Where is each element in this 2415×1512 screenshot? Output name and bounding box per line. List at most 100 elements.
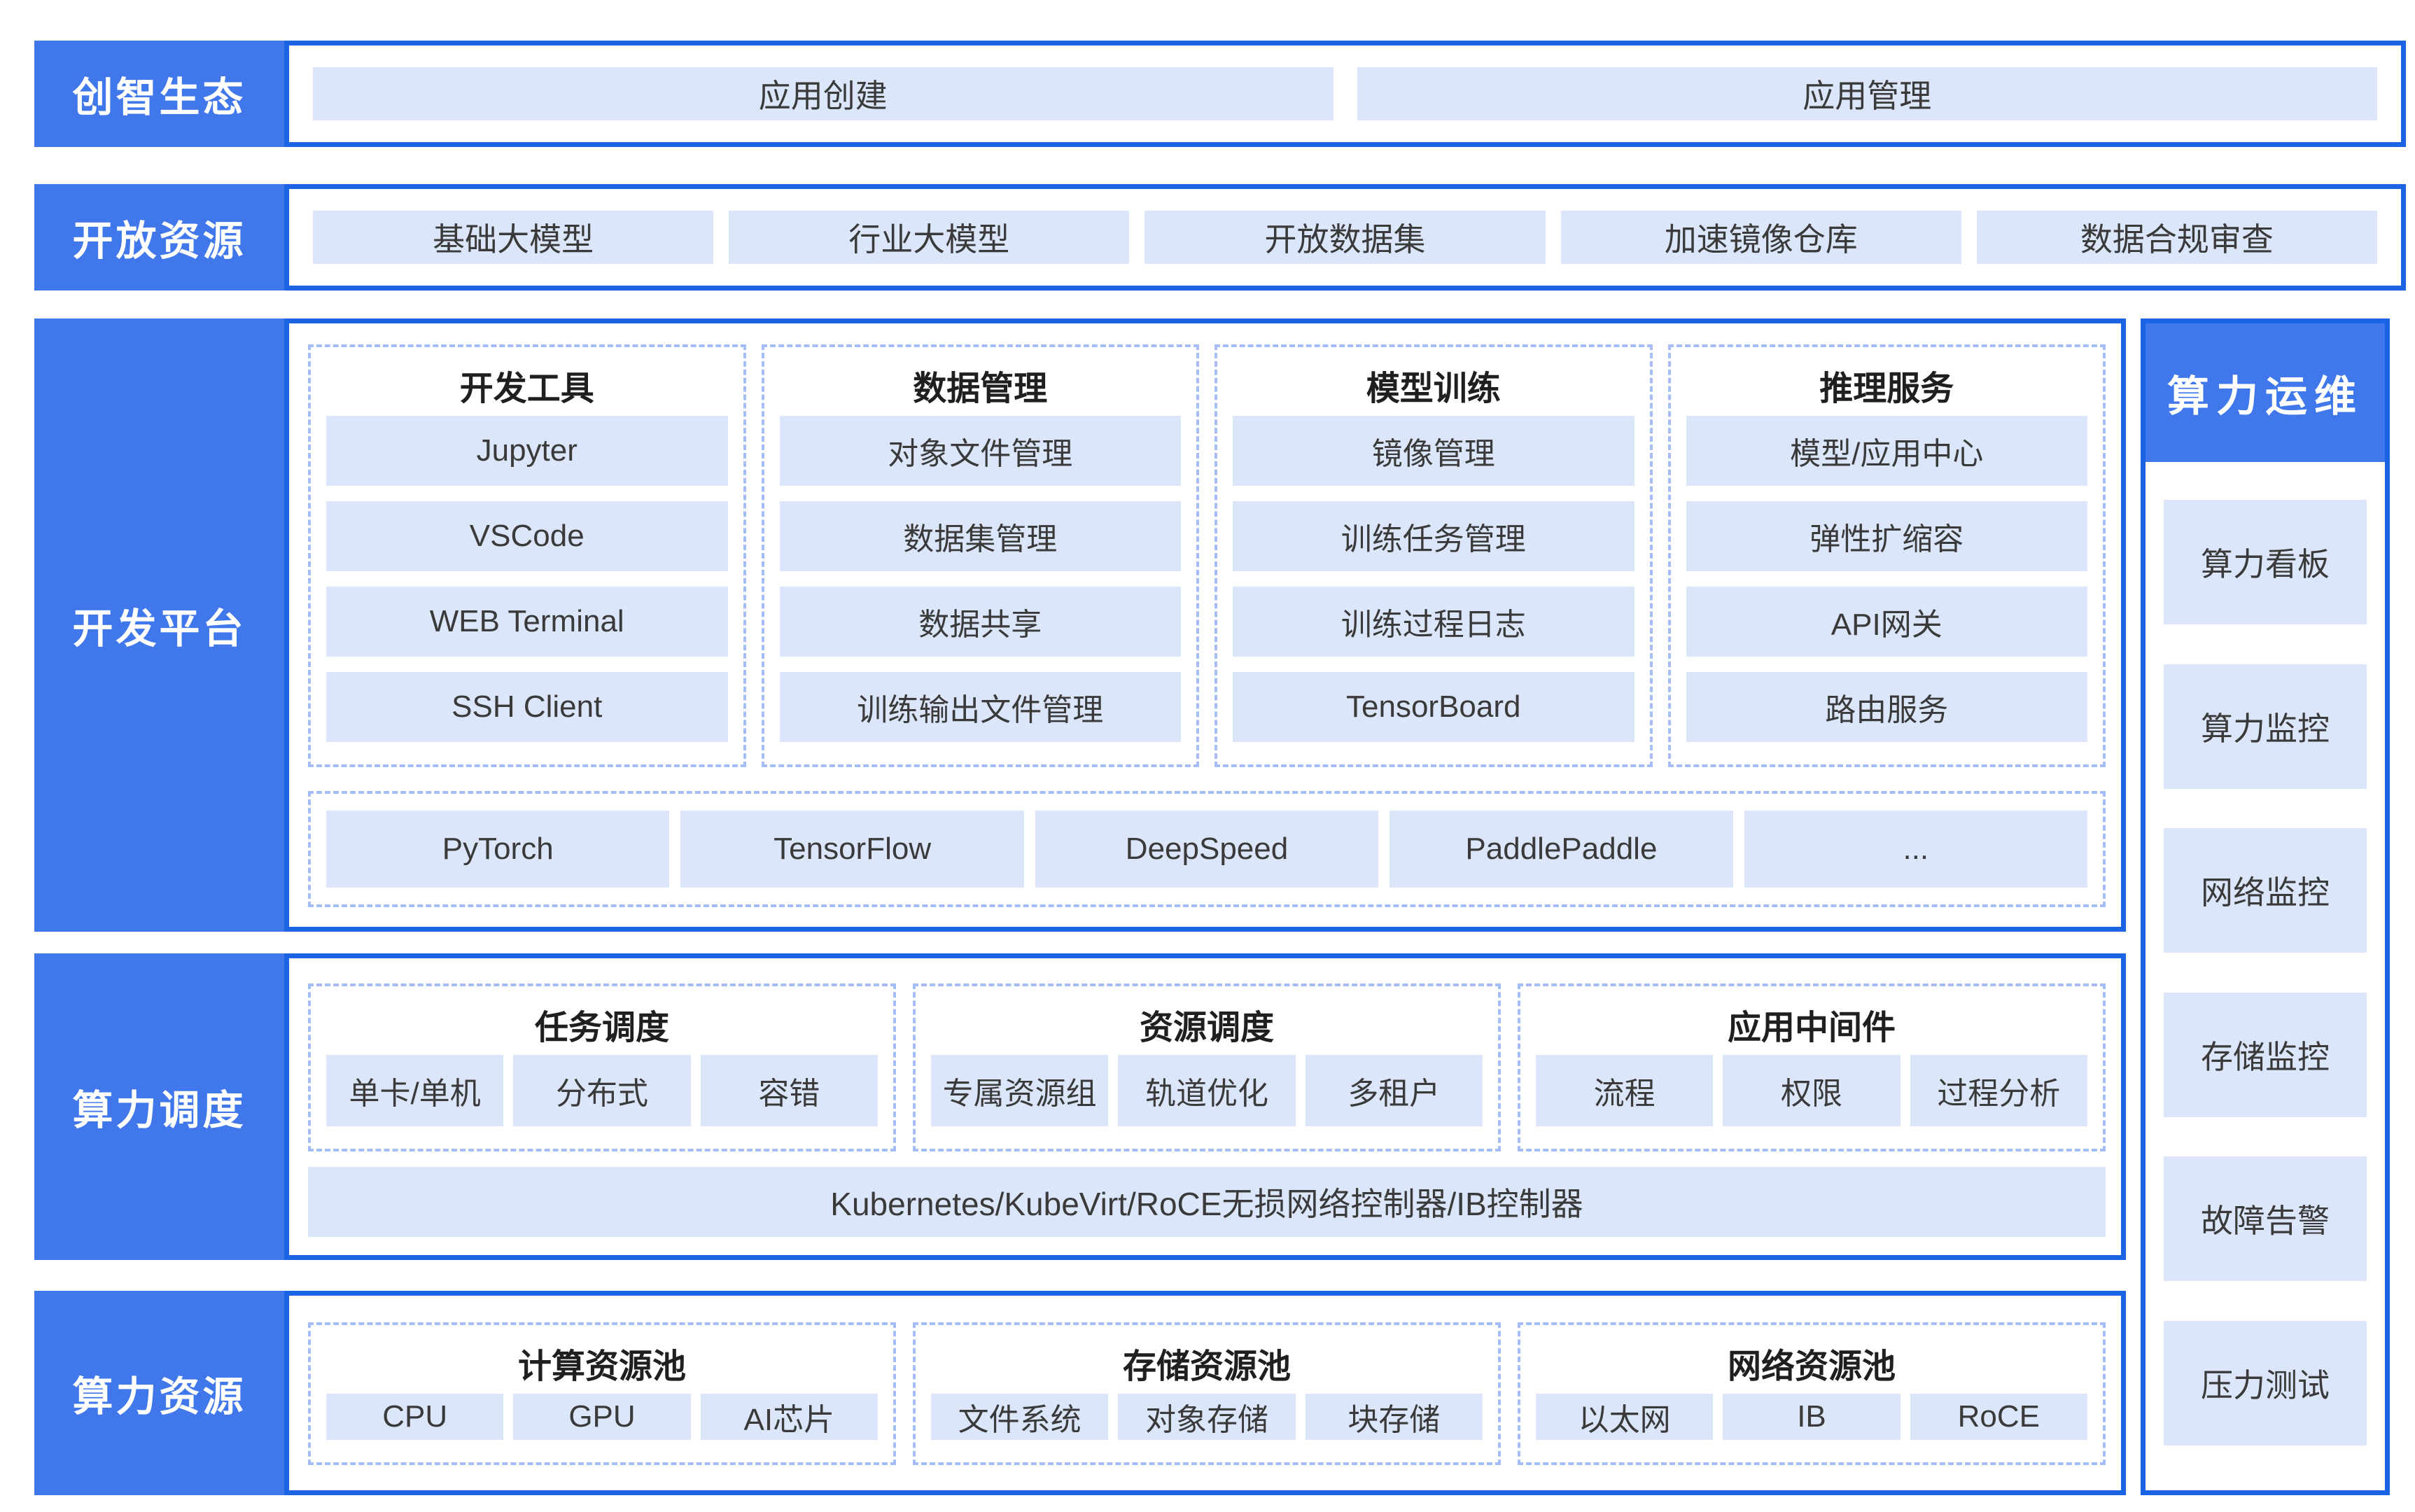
item-box: PyTorch <box>326 811 670 888</box>
item-box: VSCode <box>326 501 728 571</box>
item-box: 数据共享 <box>779 587 1181 657</box>
group-items: 模型/应用中心 弹性扩缩容 API网关 路由服务 <box>1686 416 2087 742</box>
group-compute-pool: 计算资源池 CPU GPU AI芯片 <box>308 1322 896 1465</box>
ops-panel-header: 算力运维 <box>2146 323 2385 462</box>
group-title: 网络资源池 <box>1727 1348 1896 1385</box>
band-dev-platform-label: 开发平台 <box>34 318 284 932</box>
item-box: SSH Client <box>326 672 728 742</box>
group-title: 存储资源池 <box>1122 1348 1291 1385</box>
group-items: 以太网 IB RoCE <box>1536 1394 2087 1440</box>
item-box: 多租户 <box>1305 1055 1483 1126</box>
item-box: Jupyter <box>326 416 728 486</box>
group-app-middleware: 应用中间件 流程 权限 过程分析 <box>1518 983 2106 1152</box>
band-ecosystem-label: 创智生态 <box>34 41 284 147</box>
item-box: 模型/应用中心 <box>1686 416 2087 486</box>
item-box: 基础大模型 <box>313 211 714 264</box>
item-box: 分布式 <box>513 1055 691 1126</box>
item-box: 行业大模型 <box>729 211 1130 264</box>
item-box: IB <box>1723 1394 1900 1440</box>
group-task-scheduling: 任务调度 单卡/单机 分布式 容错 <box>308 983 896 1152</box>
item-box: 数据集管理 <box>779 501 1181 571</box>
group-inference-service: 推理服务 模型/应用中心 弹性扩缩容 API网关 路由服务 <box>1667 344 2106 767</box>
item-box: API网关 <box>1686 587 2087 657</box>
item-box: RoCE <box>1910 1394 2087 1440</box>
ecosystem-items: 应用创建 应用管理 <box>289 46 2401 142</box>
group-title: 资源调度 <box>1139 1009 1274 1046</box>
item-box: CPU <box>326 1394 504 1440</box>
group-title: 数据管理 <box>913 370 1048 407</box>
kubernetes-base-bar: Kubernetes/KubeVirt/RoCE无损网络控制器/IB控制器 <box>308 1167 2106 1237</box>
band-open-resources-label: 开放资源 <box>34 184 284 290</box>
group-resource-scheduling: 资源调度 专属资源组 轨道优化 多租户 <box>913 983 1501 1152</box>
band-compute-resources: 算力资源 计算资源池 CPU GPU AI芯片 存储资源池 文件系统 对象存储 <box>34 1291 2126 1495</box>
item-box: 算力看板 <box>2164 500 2367 624</box>
ops-panel-items: 算力看板 算力监控 网络监控 存储监控 故障告警 压力测试 <box>2146 462 2385 1490</box>
group-storage-pool: 存储资源池 文件系统 对象存储 块存储 <box>913 1322 1501 1465</box>
item-box: 专属资源组 <box>931 1055 1109 1126</box>
item-box: TensorBoard <box>1233 672 1634 742</box>
band-scheduling-box: 任务调度 单卡/单机 分布式 容错 资源调度 专属资源组 轨道优化 多租户 <box>284 953 2126 1260</box>
band-compute-resources-label: 算力资源 <box>34 1291 284 1495</box>
band-ecosystem-box: 应用创建 应用管理 <box>284 41 2406 147</box>
item-box: 训练输出文件管理 <box>779 672 1181 742</box>
group-model-training: 模型训练 镜像管理 训练任务管理 训练过程日志 TensorBoard <box>1214 344 1653 767</box>
group-items: 单卡/单机 分布式 容错 <box>326 1055 878 1126</box>
item-box: 训练过程日志 <box>1233 587 1634 657</box>
group-items: Jupyter VSCode WEB Terminal SSH Client <box>326 416 728 742</box>
band-dev-platform: 开发平台 开发工具 Jupyter VSCode WEB Terminal SS… <box>34 318 2126 932</box>
group-title: 推理服务 <box>1819 370 1954 407</box>
ops-panel: 算力运维 算力看板 算力监控 网络监控 存储监控 故障告警 压力测试 <box>2141 318 2390 1495</box>
item-box: DeepSpeed <box>1035 811 1379 888</box>
item-box: ... <box>1744 811 2088 888</box>
item-box: 网络监控 <box>2164 828 2367 953</box>
item-box: 应用创建 <box>313 67 1334 120</box>
item-box: 应用管理 <box>1357 67 2377 120</box>
item-box: 流程 <box>1536 1055 1714 1126</box>
item-box: PaddlePaddle <box>1390 811 1733 888</box>
item-box: 单卡/单机 <box>326 1055 504 1126</box>
group-items: CPU GPU AI芯片 <box>326 1394 878 1440</box>
item-box: TensorFlow <box>680 811 1024 888</box>
band-scheduling-label: 算力调度 <box>34 953 284 1260</box>
item-box: 轨道优化 <box>1118 1055 1296 1126</box>
frameworks-row: PyTorch TensorFlow DeepSpeed PaddlePaddl… <box>308 791 2106 907</box>
band-scheduling: 算力调度 任务调度 单卡/单机 分布式 容错 资源调度 专属资源组 轨道优化 <box>34 953 2126 1260</box>
band-compute-resources-box: 计算资源池 CPU GPU AI芯片 存储资源池 文件系统 对象存储 块存储 <box>284 1291 2126 1495</box>
group-title: 开发工具 <box>459 370 594 407</box>
item-box: 对象存储 <box>1118 1394 1296 1440</box>
group-title: 模型训练 <box>1366 370 1501 407</box>
item-box: 过程分析 <box>1910 1055 2087 1126</box>
band-ecosystem: 创智生态 应用创建 应用管理 <box>34 41 2406 147</box>
item-box: 块存储 <box>1305 1394 1483 1440</box>
group-title: 计算资源池 <box>517 1348 686 1385</box>
item-box: 文件系统 <box>931 1394 1109 1440</box>
item-box: 训练任务管理 <box>1233 501 1634 571</box>
item-box: 以太网 <box>1536 1394 1714 1440</box>
group-items: 专属资源组 轨道优化 多租户 <box>931 1055 1483 1126</box>
open-resources-items: 基础大模型 行业大模型 开放数据集 加速镜像仓库 数据合规审查 <box>289 189 2401 286</box>
band-dev-platform-box: 开发工具 Jupyter VSCode WEB Terminal SSH Cli… <box>284 318 2126 932</box>
group-items: 镜像管理 训练任务管理 训练过程日志 TensorBoard <box>1233 416 1634 742</box>
item-box: 镜像管理 <box>1233 416 1634 486</box>
item-box: 弹性扩缩容 <box>1686 501 2087 571</box>
item-box: 容错 <box>700 1055 878 1126</box>
item-box: 算力监控 <box>2164 664 2367 789</box>
item-box: 存储监控 <box>2164 992 2367 1117</box>
item-box: GPU <box>513 1394 691 1440</box>
item-box: 压力测试 <box>2164 1320 2367 1446</box>
item-box: 对象文件管理 <box>779 416 1181 486</box>
group-items: 对象文件管理 数据集管理 数据共享 训练输出文件管理 <box>779 416 1181 742</box>
scheduling-groups: 任务调度 单卡/单机 分布式 容错 资源调度 专属资源组 轨道优化 多租户 <box>308 983 2106 1152</box>
group-dev-tools: 开发工具 Jupyter VSCode WEB Terminal SSH Cli… <box>308 344 746 767</box>
band-open-resources-box: 基础大模型 行业大模型 开放数据集 加速镜像仓库 数据合规审查 <box>284 184 2406 290</box>
item-box: 开放数据集 <box>1144 211 1546 264</box>
item-box: 权限 <box>1723 1055 1900 1126</box>
item-box: AI芯片 <box>700 1394 878 1440</box>
group-title: 应用中间件 <box>1727 1009 1896 1046</box>
item-box: 路由服务 <box>1686 672 2087 742</box>
resource-groups: 计算资源池 CPU GPU AI芯片 存储资源池 文件系统 对象存储 块存储 <box>308 1322 2106 1465</box>
dev-platform-groups: 开发工具 Jupyter VSCode WEB Terminal SSH Cli… <box>308 344 2106 767</box>
group-items: 流程 权限 过程分析 <box>1536 1055 2087 1126</box>
item-box: 加速镜像仓库 <box>1560 211 1961 264</box>
